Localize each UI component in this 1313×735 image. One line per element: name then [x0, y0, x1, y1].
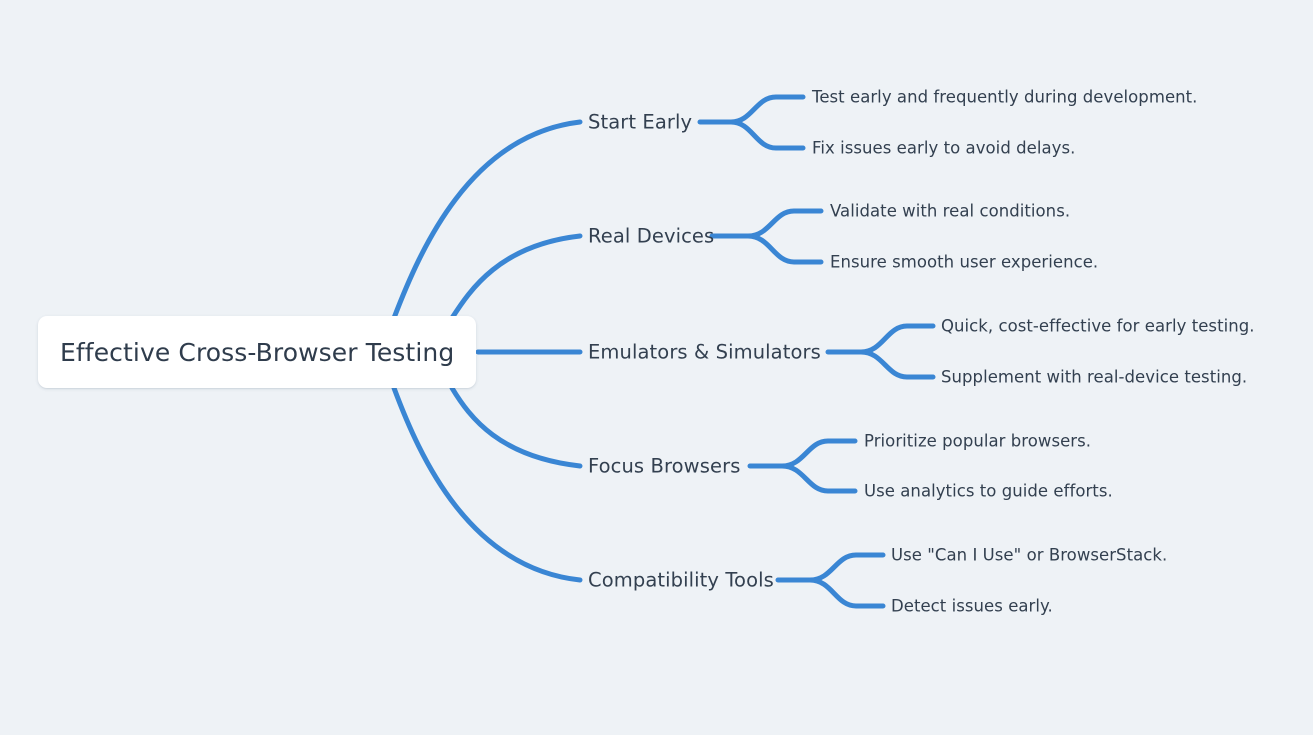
edge-root-to-focus-browsers	[449, 385, 583, 469]
branch-label-start-early[interactable]: Start Early	[588, 110, 693, 134]
root-node-label: Effective Cross-Browser Testing	[60, 337, 455, 367]
edge-real-devices-leaf-1	[745, 208, 824, 239]
branch-label-emulators-simulators[interactable]: Emulators & Simulators	[588, 340, 821, 364]
edge-compatibility-tools-leaf-1	[807, 552, 886, 583]
leaf-label-compatibility-tools-1[interactable]: Use "Can I Use" or BrowserStack.	[891, 545, 1168, 565]
root-node[interactable]: Effective Cross-Browser Testing	[38, 316, 476, 388]
branch-label-real-devices[interactable]: Real Devices	[588, 224, 715, 248]
leaf-label-real-devices-2[interactable]: Ensure smooth user experience.	[830, 252, 1099, 272]
edge-start-early-leaf-1	[728, 94, 806, 125]
edge-start-early-leaf-2	[728, 119, 806, 151]
leaf-label-focus-browsers-1[interactable]: Prioritize popular browsers.	[864, 431, 1092, 451]
leaf-label-emulators-2[interactable]: Supplement with real-device testing.	[941, 367, 1248, 387]
edge-real-devices-leaf-2	[745, 233, 824, 265]
branch-label-compatibility-tools[interactable]: Compatibility Tools	[588, 568, 774, 592]
leaf-label-start-early-1[interactable]: Test early and frequently during develop…	[812, 87, 1198, 107]
edge-compatibility-tools-leaf-2	[807, 577, 886, 609]
edge-focus-browsers-leaf-1	[779, 438, 858, 469]
edge-emulators-leaf-2	[858, 349, 936, 380]
leaf-label-focus-browsers-2[interactable]: Use analytics to guide efforts.	[864, 481, 1113, 501]
edge-root-to-real-devices	[449, 233, 583, 321]
edge-root-to-start-early	[391, 119, 583, 321]
leaf-label-emulators-1[interactable]: Quick, cost-effective for early testing.	[941, 316, 1255, 336]
edge-root-to-compatibility-tools	[391, 385, 583, 583]
edge-emulators-leaf-1	[858, 323, 936, 355]
edge-focus-browsers-leaf-2	[779, 463, 858, 494]
leaf-label-start-early-2[interactable]: Fix issues early to avoid delays.	[812, 138, 1076, 158]
branch-label-focus-browsers[interactable]: Focus Browsers	[588, 454, 741, 478]
leaf-label-real-devices-1[interactable]: Validate with real conditions.	[830, 201, 1071, 221]
leaf-label-compatibility-tools-2[interactable]: Detect issues early.	[891, 596, 1053, 616]
